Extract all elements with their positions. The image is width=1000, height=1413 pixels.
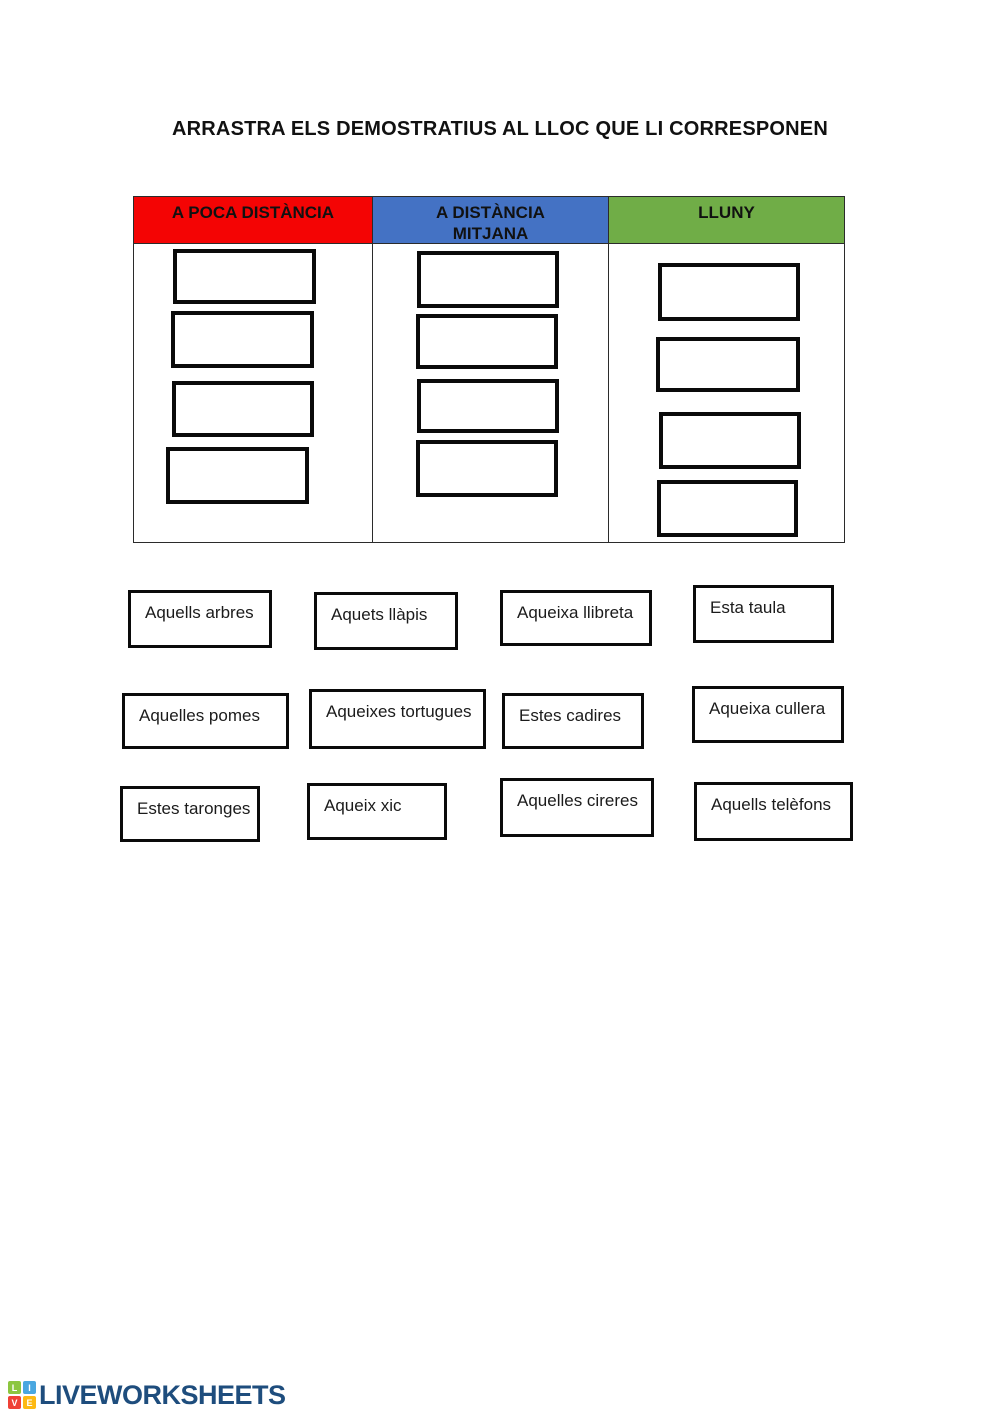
worksheet-table: A POCA DISTÀNCIA A DISTÀNCIA MITJANA LLU…: [133, 196, 845, 543]
drop-zone-col1-2[interactable]: [171, 311, 314, 368]
drop-zone-col1-4[interactable]: [166, 447, 309, 504]
column-header-lluny: LLUNY: [609, 197, 844, 243]
liveworksheets-logo-text: LIVEWORKSHEETS: [39, 1379, 286, 1410]
drag-item-aquets-llapis[interactable]: Aquets llàpis: [314, 592, 458, 650]
liveworksheets-logo-icon: L I V E: [8, 1381, 36, 1409]
drag-item-aqueixa-llibreta[interactable]: Aqueixa llibreta: [500, 590, 652, 646]
column-header-distancia-mitjana: A DISTÀNCIA MITJANA: [373, 197, 609, 243]
drop-zone-col2-3[interactable]: [417, 379, 559, 433]
drag-item-estes-taronges[interactable]: Estes taronges: [120, 786, 260, 842]
drop-zone-col2-1[interactable]: [417, 251, 559, 308]
drag-item-aquelles-pomes[interactable]: Aquelles pomes: [122, 693, 289, 749]
drop-zone-col3-4[interactable]: [657, 480, 798, 537]
drag-item-aquells-telefons[interactable]: Aquells telèfons: [694, 782, 853, 841]
column-header-poca-distancia: A POCA DISTÀNCIA: [134, 197, 373, 243]
drop-zone-col3-1[interactable]: [658, 263, 800, 321]
drop-zone-col2-4[interactable]: [416, 440, 558, 497]
drag-item-aquelles-cireres[interactable]: Aquelles cireres: [500, 778, 654, 837]
drop-zone-col3-3[interactable]: [659, 412, 801, 469]
drop-zone-col1-3[interactable]: [172, 381, 314, 437]
table-header-row: A POCA DISTÀNCIA A DISTÀNCIA MITJANA LLU…: [134, 197, 844, 244]
drag-item-aqueixes-tortugues[interactable]: Aqueixes tortugues: [309, 689, 486, 749]
drop-zone-col3-2[interactable]: [656, 337, 800, 392]
logo-square-i: I: [23, 1381, 36, 1394]
drag-item-aqueixa-cullera[interactable]: Aqueixa cullera: [692, 686, 844, 743]
logo-square-v: V: [8, 1396, 21, 1409]
drag-item-aqueix-xic[interactable]: Aqueix xic: [307, 783, 447, 840]
drag-item-estes-cadires[interactable]: Estes cadires: [502, 693, 644, 749]
drop-zone-col1-1[interactable]: [173, 249, 316, 304]
logo-square-l: L: [8, 1381, 21, 1394]
drop-zone-col2-2[interactable]: [416, 314, 558, 369]
drag-item-aquells-arbres[interactable]: Aquells arbres: [128, 590, 272, 648]
column-divider: [608, 244, 609, 542]
liveworksheets-logo[interactable]: L I V E LIVEWORKSHEETS: [8, 1379, 286, 1411]
logo-square-e: E: [23, 1396, 36, 1409]
page-title: ARRASTRA ELS DEMOSTRATIUS AL LLOC QUE LI…: [172, 118, 828, 140]
column-divider: [372, 244, 373, 542]
drag-item-esta-taula[interactable]: Esta taula: [693, 585, 834, 643]
